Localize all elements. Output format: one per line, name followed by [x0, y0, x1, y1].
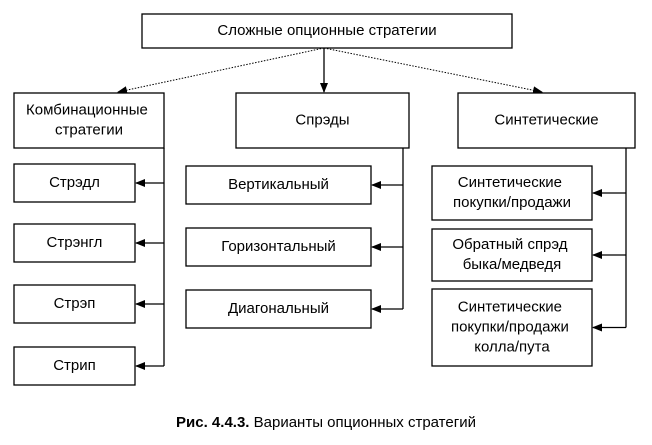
leaf-reverse-spread-label: Обратный спрэд быка/медведя: [452, 236, 571, 273]
connectors-layer: [117, 47, 627, 370]
root-node: Сложные опционные стратегии: [141, 13, 513, 49]
leaf-straddle-line-1: Стрэдл: [49, 174, 100, 191]
leaf-diagonal-spread-line-1: Диагональный: [228, 300, 329, 317]
category-synthetic-node: Синтетические: [457, 92, 636, 149]
root-to-synthetic-arrow: [323, 47, 543, 95]
figure-caption-text: Варианты опционных стратегий: [253, 414, 476, 431]
leaf-horizontal-spread-line-1: Горизонтальный: [221, 238, 336, 255]
category-spreads-label-line-1: Спрэды: [295, 111, 349, 128]
leaf-strap-label: Стрэп: [54, 295, 96, 312]
leaf-diagonal-spread-label: Диагональный: [228, 300, 329, 317]
leaf-diagonal-spread: Диагональный: [185, 289, 372, 329]
leaf-synthetic-call-put-label: Синтетические покупки/продажи колла/пута: [451, 298, 573, 355]
leaf-reverse-spread: Обратный спрэд быка/медведя: [431, 228, 593, 282]
leaf-strip: Стрип: [13, 346, 136, 386]
leaf-synthetic-call-put-line-2: покупки/продажи: [451, 318, 569, 335]
leaf-strip-line-1: Стрип: [53, 357, 96, 374]
leaf-straddle: Стрэдл: [13, 163, 136, 203]
leaf-synthetic-call-put-line-3: колла/пута: [474, 338, 550, 355]
leaf-vertical-spread-label: Вертикальный: [228, 176, 329, 193]
category-combination-label-line-2: стратегии: [55, 121, 123, 138]
leaf-horizontal-spread-label: Горизонтальный: [221, 238, 336, 255]
root-label: Сложные опционные стратегии: [217, 22, 436, 39]
leaf-synthetic-purchases: Синтетические покупки/продажи: [431, 165, 593, 221]
leaf-strangle: Стрэнгл: [13, 223, 136, 263]
leaf-reverse-spread-line-1: Обратный спрэд: [452, 236, 567, 253]
category-synthetic-label: Синтетические: [494, 111, 598, 128]
category-synthetic-label-line-1: Синтетические: [494, 111, 598, 128]
leaf-vertical-spread: Вертикальный: [185, 165, 372, 205]
figure-caption: Рис. 4.4.3. Варианты опционных стратегий: [0, 414, 652, 431]
figure-number: Рис. 4.4.3.: [176, 414, 250, 431]
category-combination-label-line-1: Комбинационные: [26, 101, 148, 118]
leaf-reverse-spread-line-2: быка/медведя: [463, 256, 562, 273]
leaf-strangle-label: Стрэнгл: [47, 234, 103, 251]
leaf-horizontal-spread: Горизонтальный: [185, 227, 372, 267]
leaf-strangle-line-1: Стрэнгл: [47, 234, 103, 251]
leaf-synthetic-call-put: Синтетические покупки/продажи колла/пута: [431, 288, 593, 367]
category-spreads-node: Спрэды: [235, 92, 410, 149]
leaf-vertical-spread-line-1: Вертикальный: [228, 176, 329, 193]
root-to-combination-arrow: [117, 47, 325, 95]
category-combination-node: Комбинационные стратегии: [13, 92, 165, 149]
category-spreads-label: Спрэды: [295, 111, 349, 128]
category-combination-label: Комбинационные стратегии: [26, 101, 152, 138]
leaf-synthetic-call-put-line-1: Синтетические: [458, 298, 562, 315]
leaf-synthetic-purchases-line-1: Синтетические: [458, 174, 562, 191]
leaf-synthetic-purchases-line-2: покупки/продажи: [453, 194, 571, 211]
leaf-straddle-label: Стрэдл: [49, 174, 100, 191]
leaf-strap: Стрэп: [13, 284, 136, 324]
leaf-strip-label: Стрип: [53, 357, 96, 374]
leaf-strap-line-1: Стрэп: [54, 295, 96, 312]
leaf-synthetic-purchases-label: Синтетические покупки/продажи: [453, 174, 571, 211]
